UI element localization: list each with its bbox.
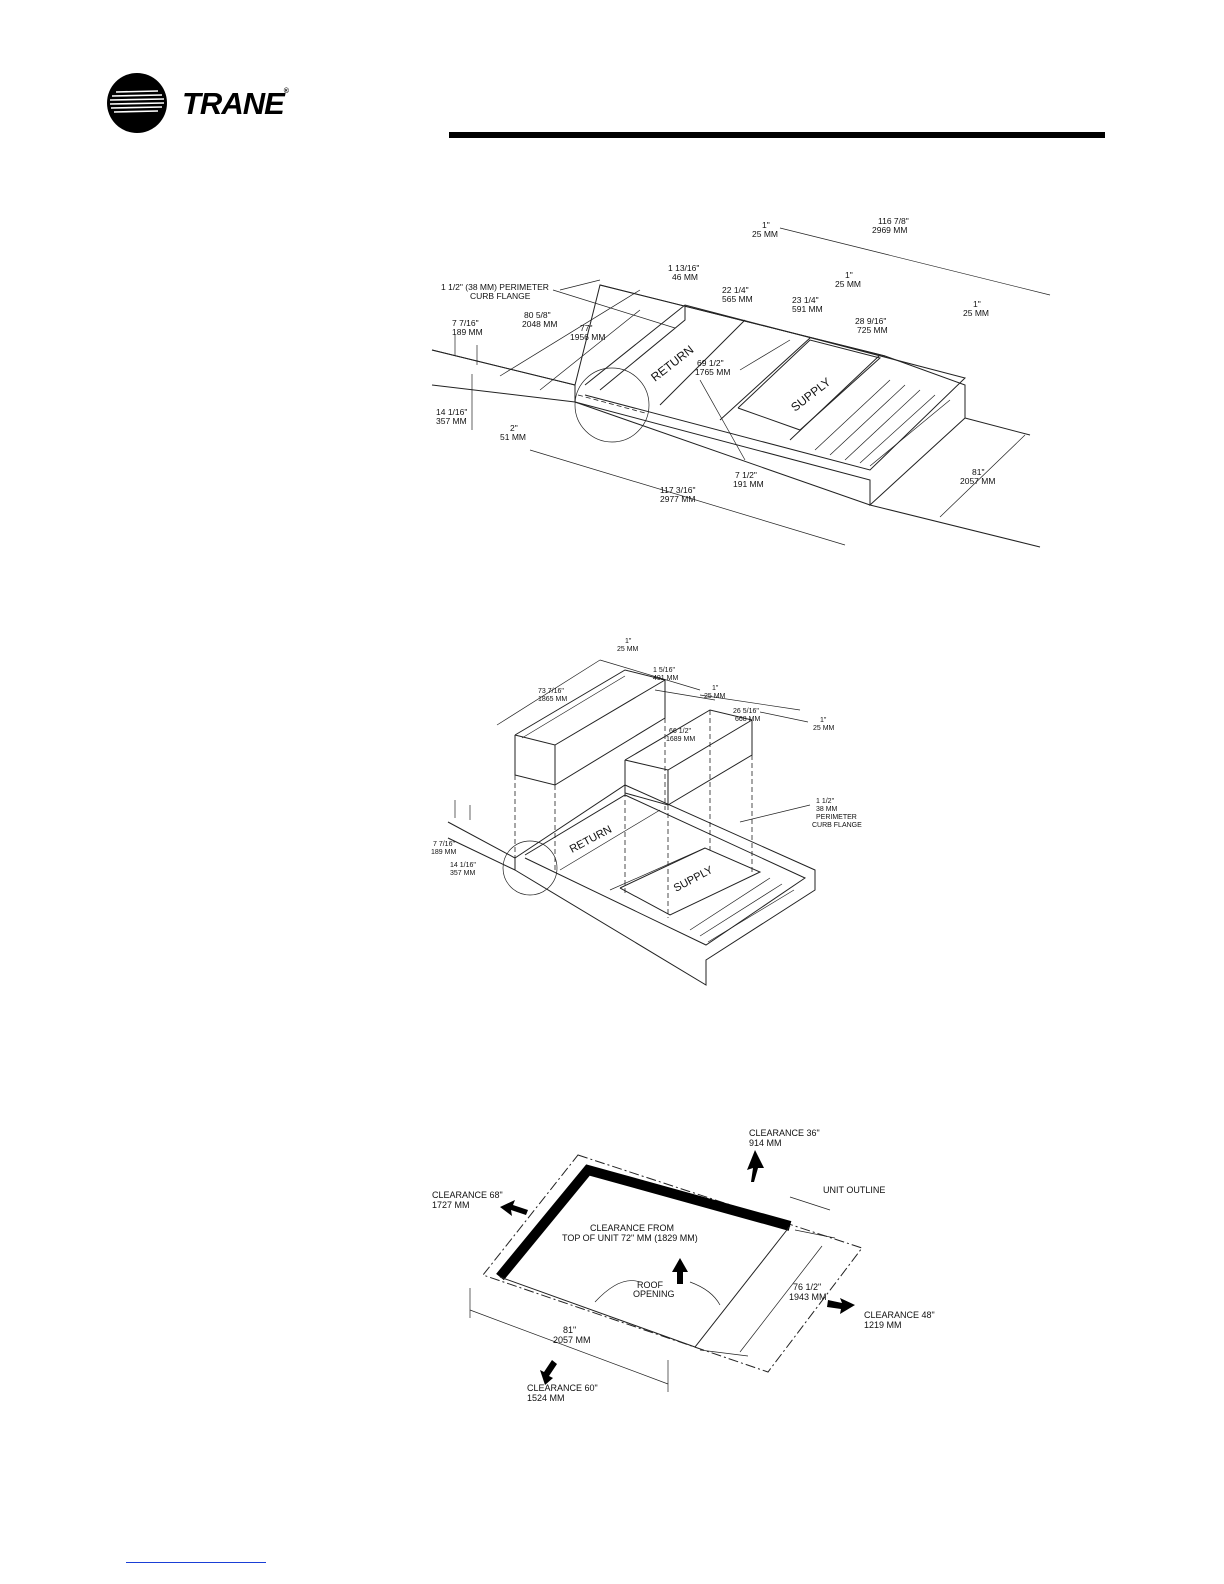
dim-label: 1" — [845, 270, 853, 280]
dim-label: 2048 MM — [522, 319, 557, 329]
dim-label: 491 MM — [653, 675, 678, 682]
clearance-arrow-right — [827, 1298, 855, 1314]
dim-label: 7 7/16" — [452, 318, 479, 328]
center-clearance-line1: CLEARANCE FROM — [590, 1223, 674, 1233]
clearance-left-line1: CLEARANCE 68" — [432, 1190, 503, 1200]
dim-label: 565 MM — [722, 294, 753, 304]
dim-label: 81" — [972, 467, 984, 477]
figure-curb-dimensions: RETURN SUPPLY 1 1/2" (38 MM) PERIMETER C… — [431, 216, 1051, 548]
dim-label: 25 MM — [752, 229, 778, 239]
dim-label: 28 9/16" — [855, 316, 886, 326]
dim-label: 725 MM — [857, 325, 888, 335]
dim-label: 7 7/16" — [433, 841, 455, 848]
dim-label: 1689 MM — [666, 736, 695, 743]
width-mm: 1943 MM — [789, 1292, 827, 1302]
clearance-right-line1: CLEARANCE 48" — [864, 1310, 935, 1320]
dim-label: 1" — [712, 685, 719, 692]
dim-flange-line2: CURB FLANGE — [470, 291, 531, 301]
dim-label: 1" — [625, 638, 632, 645]
dim-label: 2" — [510, 423, 518, 433]
clearance-arrow-left — [500, 1200, 528, 1216]
clearance-arrow-top — [747, 1150, 764, 1182]
dim-label: 1865 MM — [538, 696, 567, 703]
clearance-left-line2: 1727 MM — [432, 1200, 470, 1210]
dim-label: 1 5/16" — [653, 667, 675, 674]
dim-label: 189 MM — [452, 327, 483, 337]
width-inches: 76 1/2" — [793, 1282, 821, 1292]
dim-label: 1765 MM — [695, 367, 730, 377]
dim-label: 25 MM — [835, 279, 861, 289]
dim-label: 1" — [762, 220, 770, 230]
dim-label: 2057 MM — [960, 476, 995, 486]
clearance-right-line2: 1219 MM — [864, 1320, 902, 1330]
clearance-bottom-line1: CLEARANCE 60" — [527, 1383, 598, 1393]
clearance-top-line1: CLEARANCE 36" — [749, 1128, 820, 1138]
clearance-arrow-center — [672, 1258, 688, 1284]
header-rule — [449, 132, 1105, 138]
dim-label: 116 7/8" — [878, 216, 909, 226]
footer-link-underline[interactable] — [126, 1562, 266, 1563]
dim-label: 25 MM — [617, 646, 639, 653]
dim-label: 1" — [820, 717, 827, 724]
dim-label: 23 1/4" — [792, 295, 819, 305]
dim-flange-line1: 1 1/2" (38 MM) PERIMETER — [441, 282, 549, 292]
dim-label: PERIMETER — [816, 814, 857, 821]
dim-label: 66 1/2" — [669, 728, 691, 735]
trane-logo-icon — [107, 73, 167, 133]
clearance-top-line2: 914 MM — [749, 1138, 782, 1148]
dim-label: 117 3/16" — [660, 485, 695, 495]
dim-label: 191 MM — [733, 479, 764, 489]
dim-label: 1 1/2" — [816, 798, 835, 805]
dim-label: 1 13/16" — [668, 263, 699, 273]
figure-clearance-plan: CLEARANCE 36" 914 MM CLEARANCE 68" 1727 … — [432, 1128, 935, 1403]
dim-label: 22 1/4" — [722, 285, 749, 295]
brand-wordmark: TRANE® — [182, 86, 289, 121]
dim-label: 77" — [580, 323, 592, 333]
dim-label: CURB FLANGE — [812, 822, 862, 829]
dim-label: 7 1/2" — [735, 470, 757, 480]
dim-label: 80 5/8" — [524, 310, 551, 320]
dim-label: 1956 MM — [570, 332, 605, 342]
roof-opening-line1: ROOF — [637, 1280, 664, 1290]
dim-label: 357 MM — [436, 416, 467, 426]
dim-label: 14 1/16" — [436, 407, 467, 417]
dim-label: 26 5/16" — [733, 708, 759, 715]
center-clearance-line2: TOP OF UNIT 72" MM (1829 MM) — [562, 1233, 698, 1243]
roof-opening-line2: OPENING — [633, 1289, 675, 1299]
dim-label: 668 MM — [735, 716, 760, 723]
dim-label: 46 MM — [672, 272, 698, 282]
length-mm: 2057 MM — [553, 1335, 591, 1345]
dim-label: 2969 MM — [872, 225, 907, 235]
dim-label: 25 MM — [813, 725, 835, 732]
dim-label: 1" — [973, 299, 981, 309]
unit-outline-label: UNIT OUTLINE — [823, 1185, 885, 1195]
clearance-bottom-line2: 1524 MM — [527, 1393, 565, 1403]
dim-label: 73 7/16" — [538, 688, 564, 695]
dim-label: 51 MM — [500, 432, 526, 442]
dim-label: 591 MM — [792, 304, 823, 314]
dim-label: 2977 MM — [660, 494, 695, 504]
dim-label: 38 MM — [816, 806, 838, 813]
dim-label: 14 1/16" — [450, 862, 476, 869]
clearance-arrow-bottom — [540, 1360, 557, 1385]
length-inches: 81" — [563, 1325, 576, 1335]
dim-label: 189 MM — [431, 849, 456, 856]
dim-label: 25 MM — [963, 308, 989, 318]
dim-label: 69 1/2" — [697, 358, 724, 368]
figure-curb-exploded: RETURN SUPPLY 1" 25 MM 73 7/16" 1865 MM … — [431, 638, 862, 986]
dim-label: 357 MM — [450, 870, 475, 877]
dim-label: 25 MM — [704, 693, 726, 700]
